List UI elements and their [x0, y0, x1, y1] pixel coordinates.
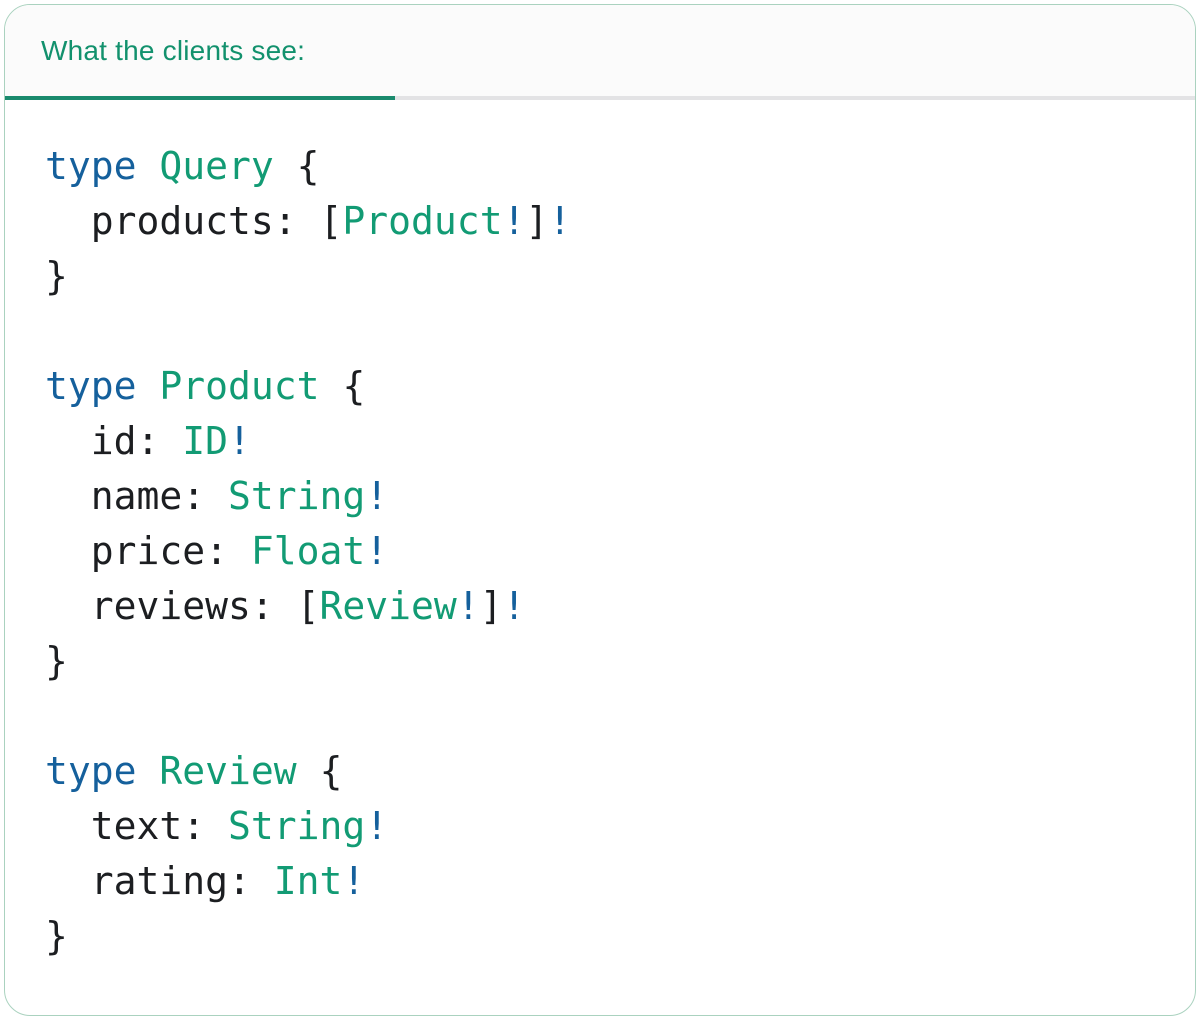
code-token-p: price:	[45, 529, 251, 573]
code-token-ty: Product	[342, 199, 503, 243]
code-token-p: reviews: [	[45, 584, 320, 628]
code-token-b: !	[502, 584, 526, 628]
code-line	[45, 689, 1155, 744]
code-token-b: !	[365, 474, 389, 518]
code-token-ty: Review	[159, 749, 297, 793]
code-line: reviews: [Review!]!	[45, 579, 1155, 634]
code-token-b: !	[502, 199, 526, 243]
tab-what-clients-see[interactable]: What the clients see:	[5, 5, 395, 100]
code-token-ty: Float	[250, 529, 366, 573]
code-block: type Query { products: [Product!]!}type …	[5, 100, 1195, 964]
code-line: text: String!	[45, 799, 1155, 854]
code-token-b: !	[365, 529, 389, 573]
code-token-p: products: [	[45, 199, 343, 243]
code-token-p: rating:	[45, 859, 274, 903]
code-token-p: {	[296, 749, 343, 793]
code-token-kw: type	[45, 364, 137, 408]
code-line: type Product {	[45, 359, 1155, 414]
tab-label: What the clients see:	[41, 34, 306, 66]
code-token-b: !	[228, 419, 251, 463]
code-token-p: {	[319, 364, 366, 408]
code-line: type Review {	[45, 744, 1155, 799]
code-token-p	[137, 144, 160, 188]
code-token-ty: String	[228, 474, 366, 518]
code-line: rating: Int!	[45, 854, 1155, 909]
code-token-ty: Product	[159, 364, 320, 408]
code-token-kw: type	[45, 749, 137, 793]
code-token-p: }	[45, 254, 68, 298]
code-token-p: {	[273, 144, 320, 188]
code-token-ty: Query	[159, 144, 274, 188]
tab-bar: What the clients see:	[5, 5, 1195, 100]
code-token-p: ]	[525, 199, 549, 243]
code-token-b: !	[456, 584, 480, 628]
code-token-kw: type	[45, 144, 137, 188]
code-line: id: ID!	[45, 414, 1155, 469]
code-token-p	[137, 749, 160, 793]
code-token-ty: Int	[273, 859, 343, 903]
code-line: name: String!	[45, 469, 1155, 524]
code-token-p: name:	[45, 474, 229, 518]
code-token-p	[137, 364, 160, 408]
code-token-ty: Review	[319, 584, 457, 628]
code-token-b: !	[548, 199, 572, 243]
code-token-p: }	[45, 639, 68, 683]
schema-card: What the clients see: type Query { produ…	[4, 4, 1196, 1016]
code-line: }	[45, 634, 1155, 689]
code-token-p: }	[45, 914, 68, 958]
code-line: products: [Product!]!	[45, 194, 1155, 249]
code-line: }	[45, 249, 1155, 304]
code-line: }	[45, 909, 1155, 964]
code-token-b: !	[342, 859, 366, 903]
code-token-p: id:	[45, 419, 183, 463]
code-token-p: text:	[45, 804, 229, 848]
code-line: type Query {	[45, 139, 1155, 194]
code-token-ty: ID	[182, 419, 229, 463]
code-line: price: Float!	[45, 524, 1155, 579]
code-token-ty: String	[228, 804, 366, 848]
code-token-p: ]	[479, 584, 503, 628]
code-token-b: !	[365, 804, 389, 848]
code-line	[45, 304, 1155, 359]
